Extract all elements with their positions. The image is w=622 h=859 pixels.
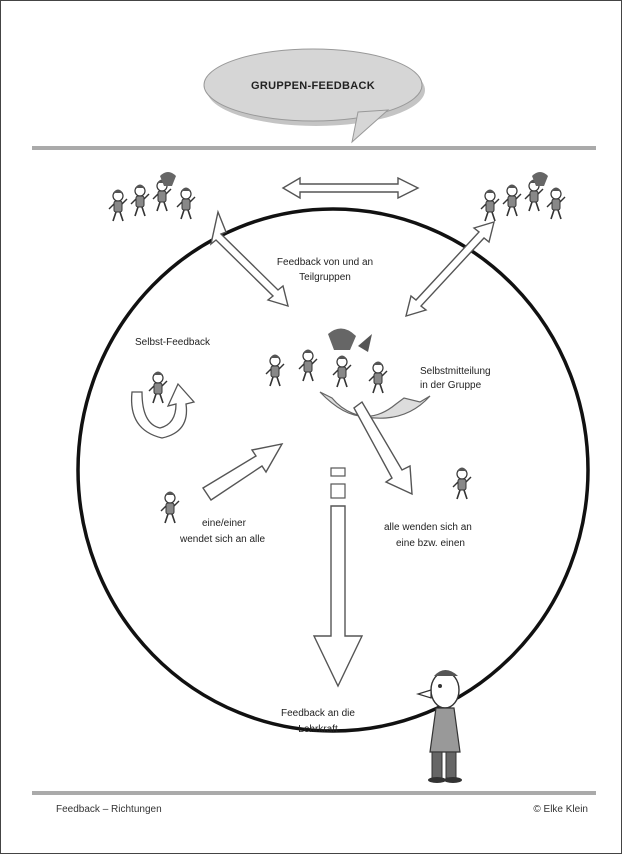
one-to-all-label-line1: eine/einer	[202, 518, 247, 529]
group-share-label-line1: Selbstmitteilung	[420, 366, 491, 377]
central-group-figures	[265, 328, 388, 394]
all-to-one-label-line1: alle wenden sich an	[384, 522, 472, 533]
double-arrow-left	[209, 209, 289, 308]
teacher-feedback-arrow	[312, 467, 364, 688]
subgroups-label-line2: Teilgruppen	[299, 272, 351, 283]
double-arrow-top	[281, 176, 420, 200]
one-to-all-label-line2: wendet sich an alle	[179, 534, 265, 545]
teacher-label-line1: Feedback an die	[281, 708, 355, 719]
page-title: GRUPPEN-FEEDBACK	[251, 80, 375, 92]
subgroup-left-figures	[108, 172, 196, 222]
one-to-all-arrow	[202, 443, 284, 501]
footer-left-text: Feedback – Richtungen	[56, 804, 162, 815]
self-feedback-label: Selbst-Feedback	[135, 337, 211, 348]
teacher-figure	[415, 670, 462, 783]
teacher-label-line2: Lehrkraft	[298, 724, 338, 735]
subgroups-label-line1: Feedback von und an	[277, 257, 373, 268]
title-bubble: GRUPPEN-FEEDBACK	[203, 48, 425, 144]
footer-rule	[32, 791, 596, 795]
header-rule	[32, 146, 596, 150]
footer-right-text: © Elke Klein	[533, 804, 588, 815]
all-to-one-arrow	[353, 400, 413, 496]
double-arrow-right	[405, 220, 495, 318]
group-ellipse	[76, 207, 590, 733]
self-feedback-loop-arrow	[130, 382, 196, 439]
subgroup-right-figures	[480, 172, 566, 222]
group-share-label-line2: in der Gruppe	[420, 380, 482, 391]
all-to-one-label-line2: eine bzw. einen	[396, 538, 465, 549]
